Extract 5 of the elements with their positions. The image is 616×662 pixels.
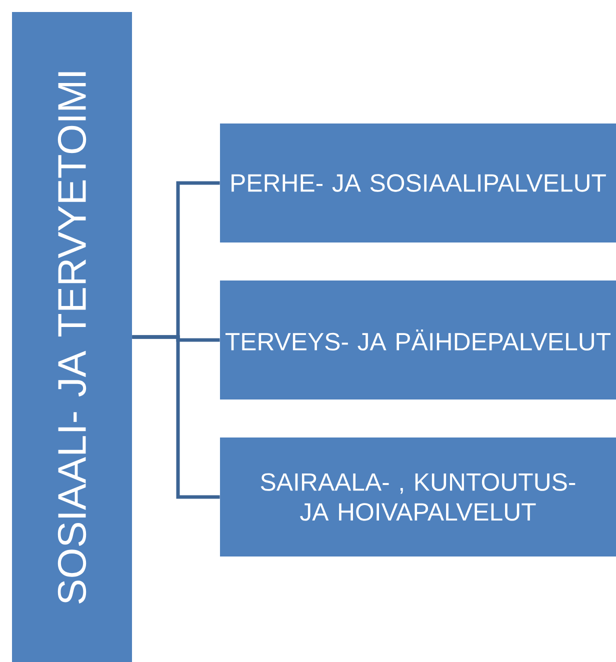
connector-line: [132, 335, 220, 499]
title-bar: SOSIAALI- JA TERVYETOIMI: [12, 12, 132, 662]
service-box: PERHE- JA SOSIAALIPALVELUT: [220, 124, 616, 242]
service-box: SAIRAALA- , KUNTOUTUS- JA HOIVAPALVELUT: [220, 438, 616, 556]
service-box: TERVEYS- JA PÄIHDEPALVELUT: [220, 280, 616, 400]
